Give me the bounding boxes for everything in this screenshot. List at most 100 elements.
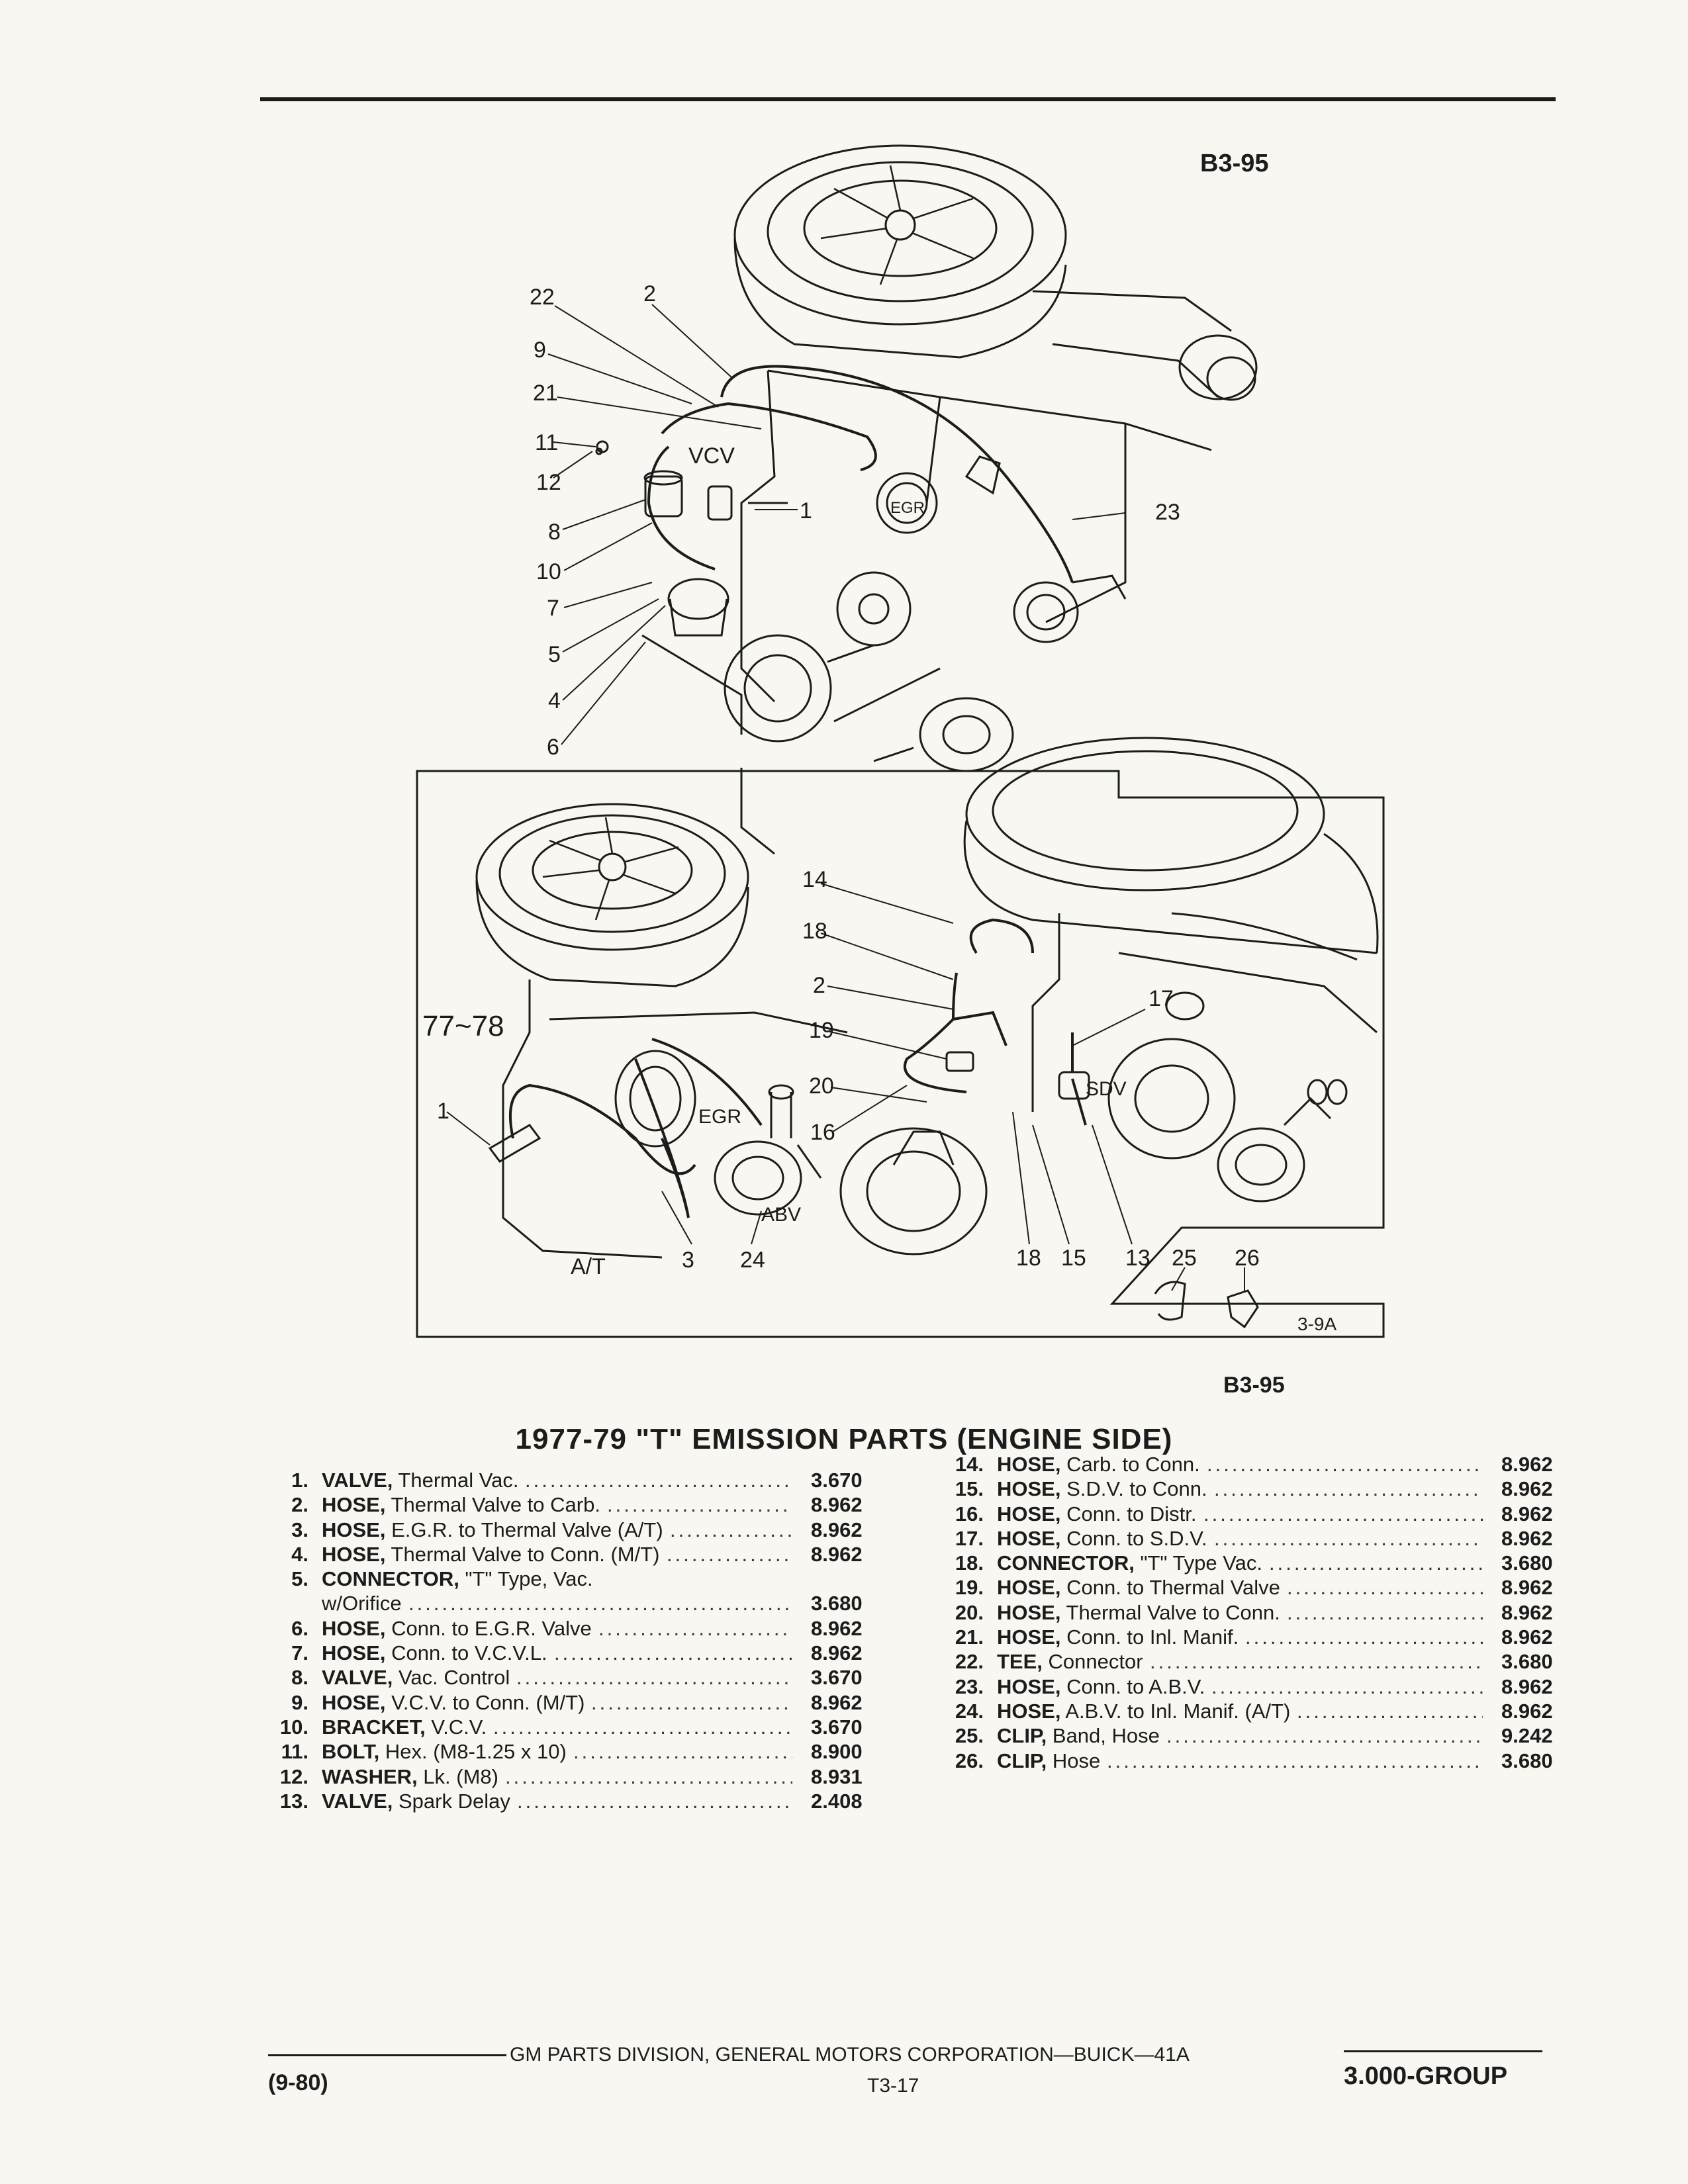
illustration-code-top: B3-95 bbox=[1200, 150, 1269, 177]
part-name-bold: HOSE, bbox=[322, 1641, 386, 1665]
part-number: 15. bbox=[955, 1477, 984, 1501]
callout-1: 1 bbox=[800, 498, 812, 523]
part-number: 19. bbox=[955, 1576, 984, 1600]
callout-19: 19 bbox=[809, 1018, 834, 1043]
part-name: BOLT, Hex. (M8-1.25 x 10) bbox=[322, 1739, 567, 1764]
callout-15: 15 bbox=[1061, 1246, 1086, 1271]
part-description: E.G.R. to Thermal Valve (A/T) bbox=[385, 1518, 663, 1541]
leader-dots: ........................................… bbox=[1297, 1699, 1483, 1723]
callout-22: 22 bbox=[530, 285, 555, 310]
part-number: 13. bbox=[279, 1789, 308, 1813]
part-number: 23. bbox=[955, 1674, 984, 1698]
part-code: 8.962 bbox=[811, 1493, 863, 1517]
part-name-bold: VALVE, bbox=[322, 1789, 393, 1813]
part-name-bold: HOSE, bbox=[997, 1699, 1061, 1723]
part-code: 3.680 bbox=[1501, 1749, 1553, 1772]
callout-9: 9 bbox=[534, 338, 546, 363]
part-code: 8.962 bbox=[811, 1542, 863, 1566]
part-name-bold: HOSE, bbox=[997, 1502, 1061, 1525]
part-name: HOSE, Thermal Valve to Conn. bbox=[997, 1600, 1280, 1625]
part-code: 8.962 bbox=[1501, 1502, 1553, 1525]
part-row: 14.HOSE, Carb. to Conn.8.962............… bbox=[940, 1452, 1609, 1477]
part-name: HOSE, Thermal Valve to Carb. bbox=[322, 1492, 600, 1517]
leader-dots: ........................................… bbox=[607, 1493, 792, 1517]
part-row: 18.CONNECTOR, "T" Type Vac.3.680........… bbox=[940, 1551, 1609, 1575]
leader-dots: ........................................… bbox=[1214, 1526, 1483, 1550]
part-name-bold: HOSE, bbox=[997, 1600, 1061, 1624]
part-code: 8.962 bbox=[1501, 1576, 1553, 1600]
leader-dots: ........................................… bbox=[554, 1641, 792, 1665]
part-name: HOSE, A.B.V. to Inl. Manif. (A/T) bbox=[997, 1699, 1290, 1723]
part-row: 1.VALVE, Thermal Vac.3.670..............… bbox=[265, 1468, 887, 1492]
part-name-bold: VALVE, bbox=[322, 1666, 393, 1690]
part-name: HOSE, Conn. to Inl. Manif. bbox=[997, 1625, 1239, 1649]
part-name-bold: HOSE, bbox=[322, 1542, 386, 1566]
part-description: Thermal Vac. bbox=[393, 1469, 519, 1492]
label-vcv: VCV bbox=[688, 443, 735, 469]
part-row: 23.HOSE, Conn. to A.B.V.8.962...........… bbox=[940, 1674, 1609, 1699]
part-row: 3. HOSE, E.G.R. to Thermal Valve (A/T) 8.9… bbox=[265, 1518, 887, 1542]
part-number: 2. bbox=[291, 1493, 308, 1517]
part-description: Hose bbox=[1047, 1749, 1101, 1772]
leader-dots: ........................................… bbox=[1207, 1453, 1483, 1476]
label-years: 77~78 bbox=[422, 1010, 504, 1042]
part-code: 8.962 bbox=[1501, 1699, 1553, 1723]
part-name: HOSE, E.G.R. to Thermal Valve (A/T) bbox=[322, 1518, 663, 1542]
footer-rule-left bbox=[268, 2054, 506, 2056]
callout-2: 2 bbox=[643, 281, 656, 306]
part-name-bold: WASHER, bbox=[322, 1764, 418, 1788]
part-description: Thermal Valve to Carb. bbox=[385, 1493, 600, 1517]
part-code: 3.670 bbox=[811, 1666, 863, 1690]
part-number: 3. bbox=[291, 1518, 308, 1541]
part-name: CONNECTOR, "T" Type Vac. bbox=[997, 1551, 1262, 1575]
part-name-bold: HOSE, bbox=[997, 1674, 1061, 1698]
leader-dots: ........................................… bbox=[505, 1764, 792, 1788]
part-name-bold: BRACKET, bbox=[322, 1715, 426, 1739]
part-code: 8.962 bbox=[811, 1690, 863, 1714]
part-code: 8.962 bbox=[811, 1518, 863, 1541]
figure-id: 3-9A bbox=[1297, 1314, 1336, 1334]
callout-10: 10 bbox=[536, 559, 561, 584]
part-name: HOSE, S.D.V. to Conn. bbox=[997, 1477, 1207, 1501]
label-egr-top: EGR bbox=[890, 499, 925, 517]
callout-7: 7 bbox=[547, 596, 559, 621]
engine-illustration: 22 2 9 21 11 12 8 10 7 5 4 6 1 23 VCV EG… bbox=[416, 144, 1385, 1338]
part-number: 21. bbox=[955, 1625, 984, 1649]
part-name-bold: HOSE, bbox=[997, 1526, 1061, 1550]
part-name-bold: VALVE, bbox=[322, 1469, 393, 1492]
part-code: 3.670 bbox=[811, 1715, 863, 1739]
part-number: 10. bbox=[279, 1715, 308, 1739]
part-name-bold: BOLT, bbox=[322, 1740, 380, 1764]
part-code: 8.962 bbox=[1501, 1625, 1553, 1649]
leader-dots: ........................................… bbox=[1107, 1749, 1483, 1772]
callout-21: 21 bbox=[533, 381, 558, 406]
leader-dots: ........................................… bbox=[1203, 1502, 1483, 1525]
part-name: HOSE, Conn. to A.B.V. bbox=[997, 1674, 1205, 1699]
part-name-bold: HOSE, bbox=[322, 1493, 386, 1517]
page-title: 1977-79 "T" EMISSION PARTS (ENGINE SIDE) bbox=[515, 1423, 1173, 1455]
part-name: VALVE, Thermal Vac. bbox=[322, 1468, 518, 1492]
callout-26: 26 bbox=[1235, 1246, 1260, 1271]
part-row: 21. HOSE, Conn. to Inl. Manif. 8.962......… bbox=[940, 1625, 1609, 1649]
part-description: Conn. to S.D.V. bbox=[1060, 1526, 1207, 1550]
leader-dots: ........................................… bbox=[1211, 1674, 1483, 1698]
part-row: 9.HOSE, V.C.V. to Conn. (M/T)8.962......… bbox=[265, 1690, 887, 1715]
part-code: 3.680 bbox=[811, 1592, 863, 1615]
part-description: Carb. to Conn. bbox=[1060, 1453, 1200, 1476]
part-number: 20. bbox=[955, 1600, 984, 1624]
part-name-bold: HOSE, bbox=[322, 1690, 386, 1714]
leader-dots: ........................................… bbox=[667, 1542, 792, 1566]
part-description: Vac. Control bbox=[393, 1666, 510, 1690]
callout-1: 1 bbox=[437, 1099, 449, 1124]
part-name-bold: CLIP, bbox=[997, 1724, 1047, 1748]
part-name: CLIP, Hose bbox=[997, 1749, 1100, 1773]
part-code: 8.962 bbox=[1501, 1526, 1553, 1550]
leader-dots: ........................................… bbox=[1166, 1724, 1483, 1748]
leader-dots: ........................................… bbox=[1245, 1625, 1483, 1649]
part-name: HOSE, Carb. to Conn. bbox=[997, 1452, 1200, 1477]
part-row: 10.BRACKET, V.C.V.3.670.................… bbox=[265, 1715, 887, 1739]
callout-4: 4 bbox=[548, 688, 561, 713]
part-number: 9. bbox=[291, 1690, 308, 1714]
